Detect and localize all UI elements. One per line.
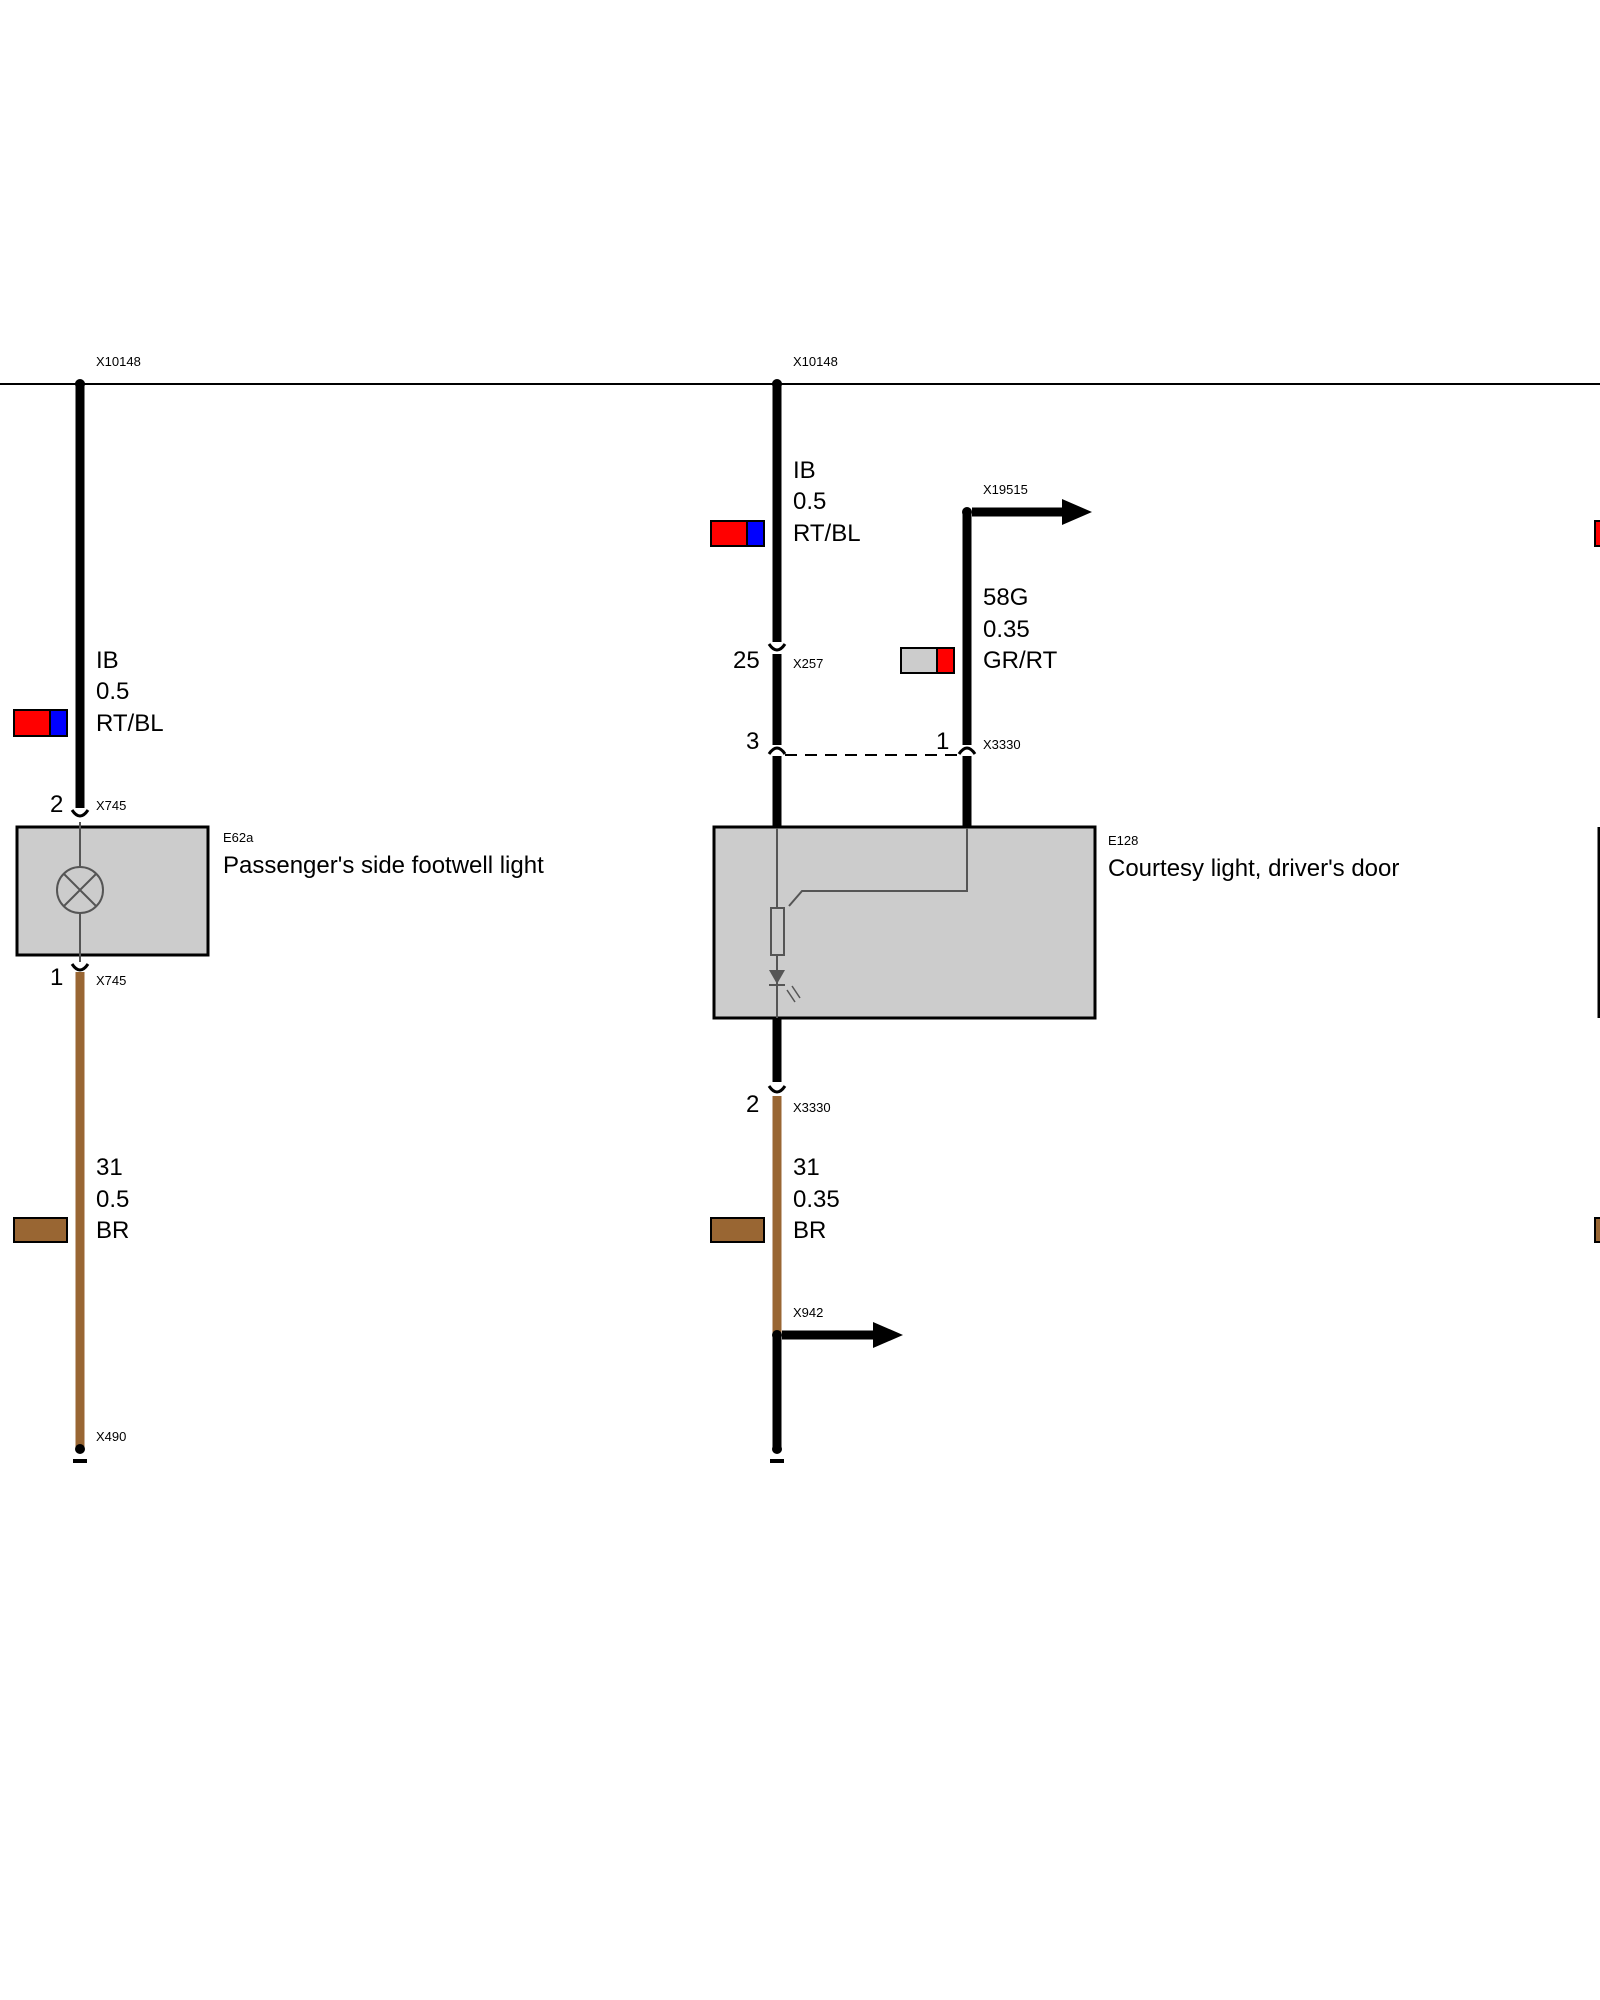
lamp-icon bbox=[56, 866, 104, 914]
junction-dot bbox=[772, 1444, 782, 1454]
junction-dot bbox=[75, 1444, 85, 1454]
wire-color-swatch bbox=[710, 1217, 765, 1243]
wire-color-label: GR/RT bbox=[983, 647, 1058, 674]
wire-circuit-label: IB bbox=[793, 457, 816, 484]
component-e62a-box bbox=[15, 825, 210, 957]
internal-wire bbox=[788, 828, 968, 907]
wire-color-swatch bbox=[1594, 1217, 1600, 1243]
connector-label-x942: X942 bbox=[793, 1305, 823, 1320]
connector-label-x257: X257 bbox=[793, 656, 823, 671]
wire-color-label: RT/BL bbox=[793, 520, 861, 547]
wire-color-label: BR bbox=[96, 1217, 129, 1244]
wire-color-swatch bbox=[1594, 520, 1600, 547]
resistor-icon bbox=[770, 907, 785, 956]
pin-label: 1 bbox=[50, 964, 63, 991]
wire-color-swatch bbox=[13, 1217, 68, 1243]
wire-size-label: 0.5 bbox=[96, 1186, 129, 1213]
wire-size-label: 0.35 bbox=[983, 616, 1030, 643]
wire-circuit-label: IB bbox=[96, 647, 119, 674]
connector-socket bbox=[767, 1085, 787, 1094]
component-name-e128: Courtesy light, driver's door bbox=[1108, 855, 1399, 882]
component-name-e62a: Passenger's side footwell light bbox=[223, 852, 544, 879]
connector-label-x3330: X3330 bbox=[983, 737, 1021, 752]
connector-label-x745: X745 bbox=[96, 973, 126, 988]
led-icon bbox=[769, 970, 801, 1003]
component-id-e128: E128 bbox=[1108, 833, 1138, 848]
wire-circuit-label: 31 bbox=[96, 1154, 123, 1181]
connector-label-x10148: X10148 bbox=[96, 354, 141, 369]
arrow-right-icon bbox=[782, 1322, 903, 1348]
connector-socket bbox=[957, 746, 977, 755]
pin-label: 25 bbox=[733, 647, 760, 674]
connector-socket bbox=[70, 809, 90, 818]
wire-size-label: 0.5 bbox=[96, 678, 129, 705]
connector-label-x3330: X3330 bbox=[793, 1100, 831, 1115]
connector-socket bbox=[767, 746, 787, 755]
junction-dot bbox=[962, 507, 972, 517]
wire-color-swatch bbox=[710, 520, 765, 547]
connector-label-x19515: X19515 bbox=[983, 482, 1028, 497]
component-id-e62a: E62a bbox=[223, 830, 254, 845]
wire-color-swatch bbox=[13, 709, 68, 737]
pin-label: 2 bbox=[50, 791, 63, 818]
wire-color-swatch bbox=[900, 647, 955, 674]
wire-color-label: RT/BL bbox=[96, 710, 164, 737]
pin-label: 2 bbox=[746, 1091, 759, 1118]
pin-label: 1 bbox=[936, 728, 949, 755]
connector-socket bbox=[767, 643, 787, 652]
pin-label: 3 bbox=[746, 728, 759, 755]
wire-size-label: 0.5 bbox=[793, 488, 826, 515]
connector-label-x490: X490 bbox=[96, 1429, 126, 1444]
connector-label-x745: X745 bbox=[96, 798, 126, 813]
wire-circuit-label: 31 bbox=[793, 1154, 820, 1181]
arrow-right-icon bbox=[972, 499, 1092, 525]
connector-socket bbox=[70, 963, 90, 972]
wire-color-label: BR bbox=[793, 1217, 826, 1244]
wire-circuit-label: 58G bbox=[983, 584, 1028, 611]
wire-size-label: 0.35 bbox=[793, 1186, 840, 1213]
connector-label-x10148: X10148 bbox=[793, 354, 838, 369]
